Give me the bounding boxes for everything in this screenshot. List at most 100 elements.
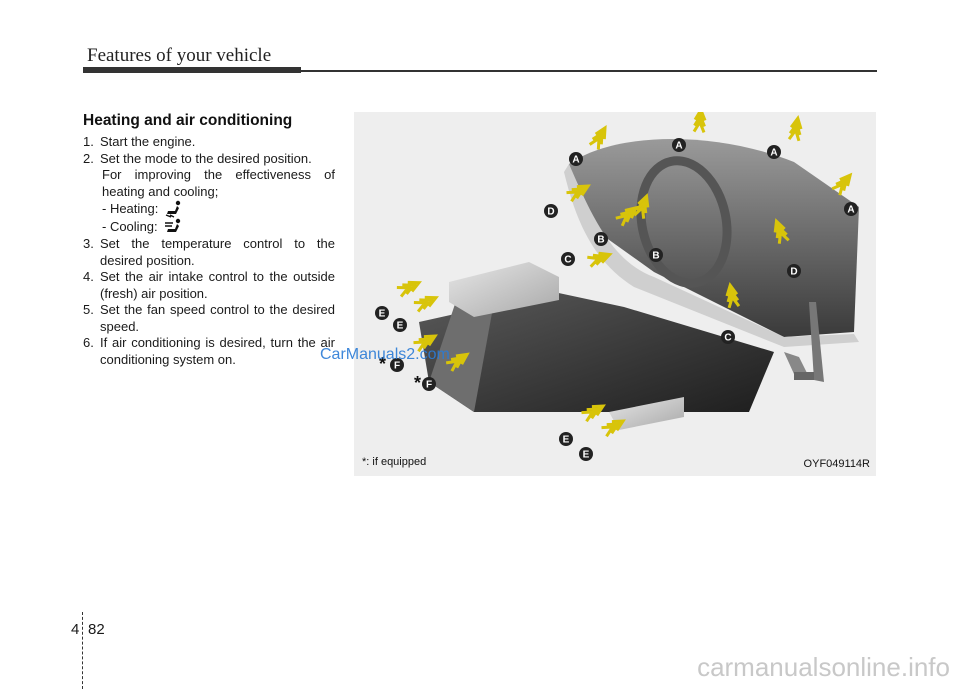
- if-equipped-star: *: [379, 354, 386, 374]
- vent-label-letter: F: [394, 361, 400, 372]
- vent-label-letter: A: [847, 205, 854, 216]
- cooling-line: - Cooling:: [100, 218, 335, 236]
- step-number: 4.: [83, 269, 94, 284]
- vent-label: F: [390, 358, 404, 372]
- step-number: 1.: [83, 134, 94, 149]
- step-note: For improving the effectiveness of heati…: [102, 167, 335, 199]
- vent-label: D: [787, 264, 801, 278]
- vent-label-letter: F: [426, 380, 432, 391]
- pedal-base: [794, 372, 814, 380]
- step-item: 5. Set the fan speed control to the desi…: [83, 302, 335, 335]
- figure-footnote: *: if equipped: [362, 456, 427, 468]
- vent-label: A: [672, 138, 686, 152]
- vent-arrow: [615, 205, 639, 227]
- step-number: 3.: [83, 236, 94, 251]
- dashboard-illustration: [419, 138, 859, 430]
- vent-label: E: [579, 447, 593, 461]
- vent-label: C: [561, 252, 575, 266]
- vent-arrow: [396, 280, 422, 298]
- footer-site-watermark: carmanualsonline.info: [697, 652, 950, 682]
- heating-label: - Heating:: [102, 200, 159, 216]
- step-text: Set the fan speed control to the desired…: [100, 302, 335, 334]
- vent-arrow: [692, 112, 707, 133]
- figure-code: OYF049114R: [803, 458, 870, 470]
- vent-label-letter: A: [675, 141, 682, 152]
- footer-divider: [82, 612, 83, 689]
- vent-label: A: [569, 152, 583, 166]
- vent-arrow: [587, 251, 613, 268]
- vent-arrow: [413, 334, 438, 353]
- vent-label-letter: B: [652, 251, 659, 262]
- pedal: [784, 352, 809, 377]
- vent-arrow: [787, 115, 803, 142]
- vent-label-letter: C: [724, 333, 731, 344]
- vent-label-letter: A: [572, 155, 579, 166]
- page-header-title: Features of your vehicle: [87, 45, 272, 66]
- step-text: Set the mode to the desired position.: [100, 150, 312, 166]
- vent-label: B: [649, 248, 663, 262]
- step-item: 2. Set the mode to the desired position.…: [83, 151, 335, 237]
- if-equipped-star: *: [414, 373, 421, 393]
- heating-line: - Heating:: [100, 200, 335, 218]
- step-text: If air conditioning is desired, turn the…: [100, 335, 335, 367]
- console-side: [429, 292, 494, 412]
- rear-floor-vent: [609, 397, 684, 430]
- face-mode-icon: [164, 218, 180, 232]
- vent-label: C: [721, 330, 735, 344]
- vent-arrow: [601, 419, 626, 438]
- armrest: [449, 262, 559, 317]
- center-console: [419, 292, 774, 412]
- watermark-text: CarManuals2.com: [320, 346, 450, 363]
- vent-label-letter: A: [770, 148, 777, 159]
- vent-label-letter: E: [397, 321, 404, 332]
- dashboard-face: [564, 164, 859, 347]
- vent-label: E: [559, 432, 573, 446]
- vent-arrow: [581, 404, 606, 423]
- vent-label: E: [393, 318, 407, 332]
- step-item: 4. Set the air intake control to the out…: [83, 269, 335, 302]
- vent-label: D: [544, 204, 558, 218]
- vent-label: A: [844, 202, 858, 216]
- vent-label-letter: D: [547, 207, 554, 218]
- step-item: 1. Start the engine.: [83, 134, 335, 151]
- step-number: 2.: [83, 150, 94, 166]
- vent-arrow: [566, 184, 591, 203]
- vent-arrow: [588, 125, 607, 150]
- vent-label-letter: E: [379, 309, 386, 320]
- vent-arrow: [725, 282, 741, 309]
- step-number: 6.: [83, 335, 94, 350]
- section-title: Heating and air conditioning: [83, 112, 293, 129]
- vent-label-letter: C: [564, 255, 571, 266]
- vent-label: B: [594, 232, 608, 246]
- page-number: 82: [88, 621, 105, 638]
- vent-arrow: [413, 295, 439, 313]
- vent-label-letter: E: [563, 435, 570, 446]
- vent-label-letter: D: [790, 267, 797, 278]
- steering-wheel: [636, 156, 732, 288]
- support-leg: [809, 302, 824, 382]
- cooling-label: - Cooling:: [102, 218, 158, 234]
- text-column: Heating and air conditioning 1. Start th…: [83, 112, 335, 368]
- vent-arrow: [633, 193, 650, 219]
- vent-label-letter: B: [597, 235, 604, 246]
- vent-arrow: [831, 172, 853, 196]
- step-item: 6. If air conditioning is desired, turn …: [83, 335, 335, 368]
- steps-list: 1. Start the engine. 2. Set the mode to …: [83, 134, 335, 368]
- vent-arrow: [445, 352, 470, 372]
- chapter-number: 4: [71, 621, 80, 638]
- step-text: Start the engine.: [100, 134, 196, 149]
- step-text: Set the temperature control to the desir…: [100, 236, 335, 268]
- vent-label: F: [422, 377, 436, 391]
- header-rule-thick: [83, 67, 301, 73]
- header-rule-thin: [301, 70, 877, 72]
- vent-label-letter: E: [583, 450, 590, 461]
- vent-label: E: [375, 306, 389, 320]
- step-number: 5.: [83, 302, 94, 317]
- step-text: Set the air intake control to the outsid…: [100, 269, 335, 301]
- floor-mode-icon: [166, 200, 181, 218]
- vent-label: A: [767, 145, 781, 159]
- vent-arrow: [773, 218, 790, 244]
- step-item: 3. Set the temperature control to the de…: [83, 236, 335, 269]
